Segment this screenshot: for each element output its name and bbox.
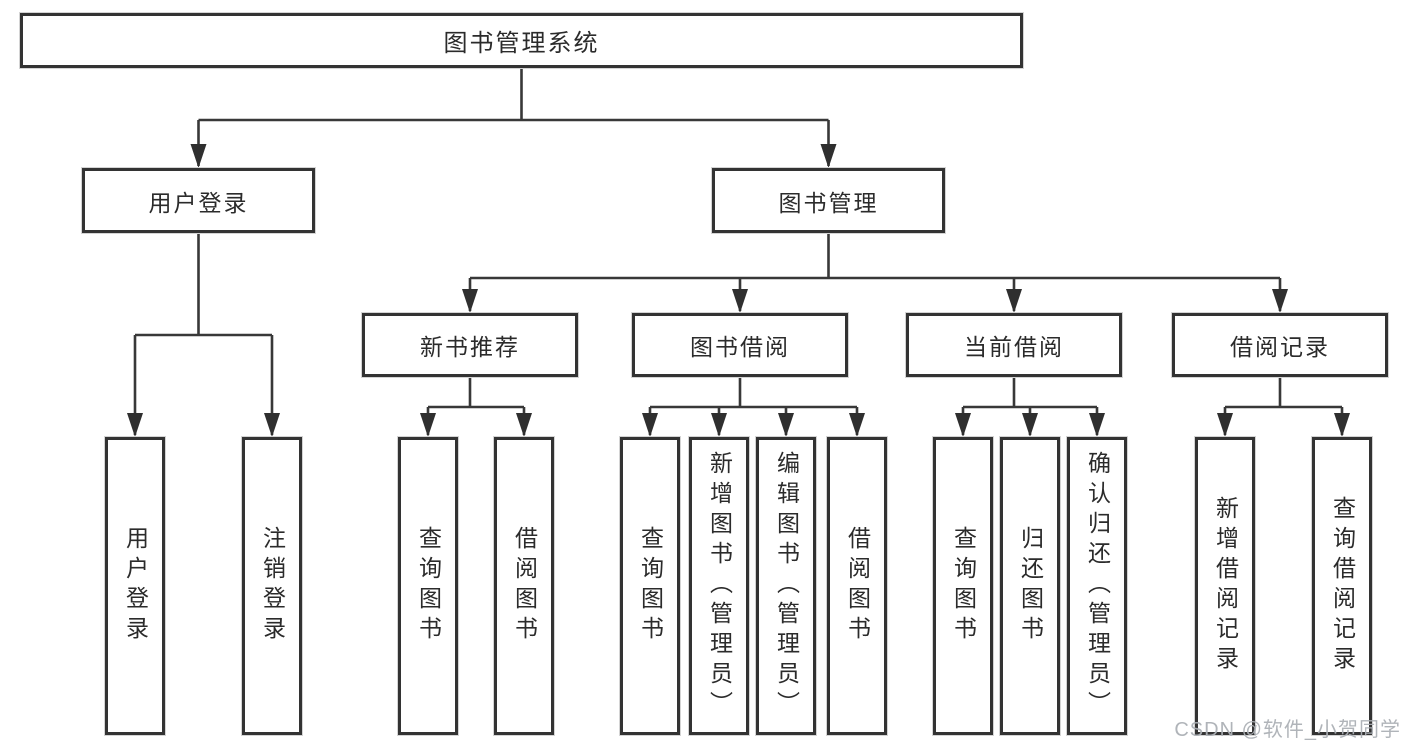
leaf-bb-add-books-admin: 新增图书（管理员） [689,437,749,735]
node-book-management: 图书管理 [712,168,945,233]
leaf-nb-query-books-label: 查询图书 [415,526,442,646]
arrowhead [732,289,748,313]
arrowhead [642,413,658,437]
arrowhead [127,413,143,437]
arrowhead [190,144,207,168]
leaf-br-add-record: 新增借阅记录 [1195,437,1255,735]
leaf-bb-query-books: 查询图书 [620,437,680,735]
leaf-nb-borrow-books: 借阅图书 [494,437,554,735]
csdn-watermark: CSDN @软件_小贺同学 [1174,719,1401,741]
arrowheads [127,144,1350,437]
leaf-cb-query-books-label: 查询图书 [950,526,977,646]
node-book-borrow: 图书借阅 [632,313,848,377]
leaf-logout: 注销登录 [242,437,302,735]
arrowhead [1334,413,1350,437]
node-borrow-record: 借阅记录 [1172,313,1388,377]
leaf-bb-edit-books-admin: 编辑图书（管理员） [756,437,816,735]
node-root: 图书管理系统 [20,13,1023,68]
leaf-br-query-record: 查询借阅记录 [1312,437,1372,735]
node-new-book-recommend: 新书推荐 [362,313,578,377]
leaf-bb-borrow-books-label: 借阅图书 [844,526,871,646]
leaf-user-login-label: 用户登录 [122,526,149,646]
node-current-borrow-label: 当前借阅 [964,334,1064,360]
node-borrow-record-label: 借阅记录 [1230,334,1330,360]
node-user-login: 用户登录 [82,168,315,233]
leaf-user-login: 用户登录 [105,437,165,735]
leaf-bb-edit-books-admin-label: 编辑图书（管理员） [773,451,800,721]
arrowhead [778,413,794,437]
leaf-bb-query-books-label: 查询图书 [637,526,664,646]
arrowhead [1089,413,1105,437]
arrowhead [711,413,727,437]
node-book-management-label: 图书管理 [778,189,879,216]
arrowhead [462,289,478,313]
leaf-cb-confirm-return-admin-label: 确认归还（管理员） [1084,451,1111,721]
arrowhead [420,413,436,437]
arrowhead [264,413,280,437]
arrowhead [1272,289,1288,313]
leaf-cb-query-books: 查询图书 [933,437,993,735]
leaf-cb-return-books: 归还图书 [1000,437,1060,735]
leaf-logout-label: 注销登录 [259,526,286,646]
leaf-br-add-record-label: 新增借阅记录 [1212,496,1239,676]
tree-connectors [133,68,1344,435]
node-new-book-recommend-label: 新书推荐 [420,334,520,360]
leaf-nb-query-books: 查询图书 [398,437,458,735]
leaf-cb-return-books-label: 归还图书 [1017,526,1044,646]
arrowhead [849,413,865,437]
node-current-borrow: 当前借阅 [906,313,1122,377]
arrowhead [820,144,837,168]
leaf-bb-add-books-admin-label: 新增图书（管理员） [706,451,733,721]
leaf-cb-confirm-return-admin: 确认归还（管理员） [1067,437,1127,735]
leaf-nb-borrow-books-label: 借阅图书 [511,526,538,646]
node-user-login-label: 用户登录 [148,189,249,216]
arrowhead [1022,413,1038,437]
arrowhead [516,413,532,437]
arrowhead [955,413,971,437]
leaf-br-query-record-label: 查询借阅记录 [1329,496,1356,676]
arrowhead [1217,413,1233,437]
leaf-bb-borrow-books: 借阅图书 [827,437,887,735]
arrowhead [1006,289,1022,313]
node-book-borrow-label: 图书借阅 [690,334,790,360]
node-root-label: 图书管理系统 [443,30,600,57]
